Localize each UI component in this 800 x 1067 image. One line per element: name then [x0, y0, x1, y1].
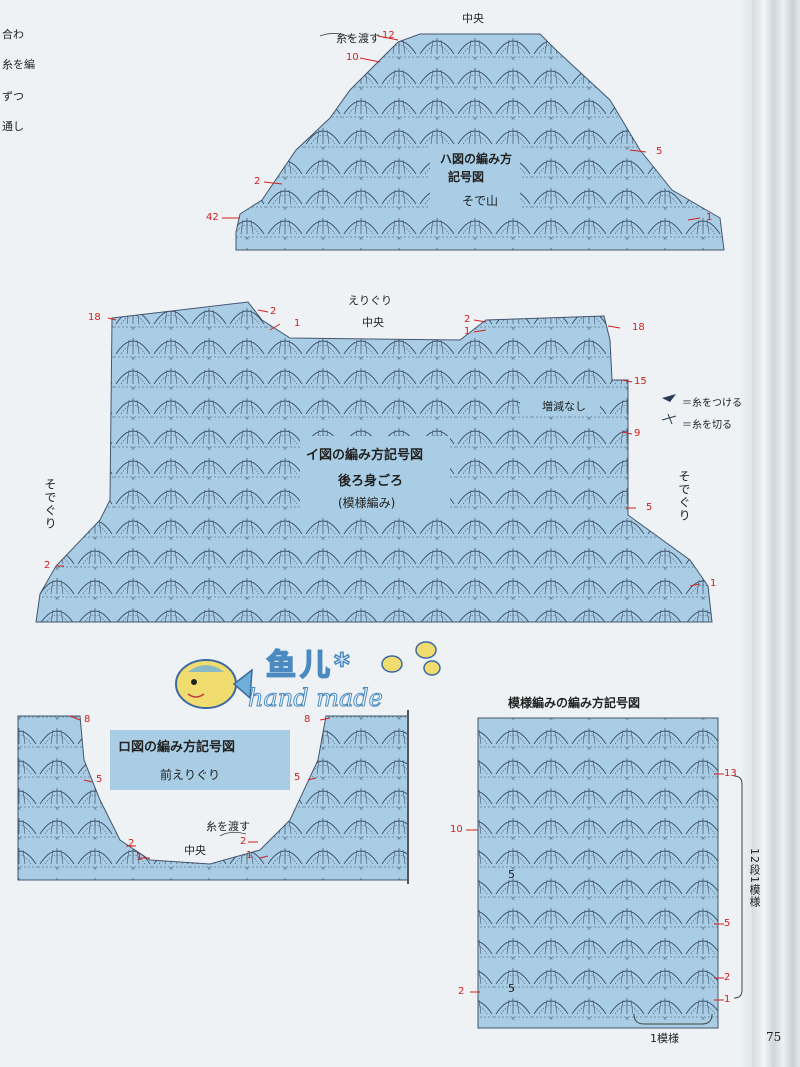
watermark-brand-cn: 鱼儿*: [265, 647, 354, 684]
i-row-right-15: 15: [634, 376, 647, 387]
ha-row-1: 1: [706, 212, 713, 223]
ro-row-5-right: 5: [294, 772, 301, 783]
i-no-change-label: 増減なし: [542, 400, 586, 413]
i-row-right-2: 2: [464, 314, 471, 325]
pattern-row-2: 2: [724, 972, 731, 983]
ha-subtitle: そで山: [462, 194, 499, 208]
margin-text-4: 通し: [2, 120, 24, 133]
watermark-logo: 鱼儿* hand made: [168, 632, 458, 727]
legend-cut: ＝糸を切る: [682, 420, 732, 431]
watermark-brand-en: hand made: [248, 684, 384, 713]
ro-center: 中央: [184, 844, 206, 857]
pattern-row-13: 13: [724, 768, 737, 779]
ro-part: 前えりぐり: [160, 768, 221, 782]
i-neck-label: えりぐり: [348, 294, 392, 307]
i-armhole-right: そでぐり: [677, 470, 691, 522]
i-row-left-18: 18: [88, 312, 101, 323]
cut-arrow-icon: [661, 413, 677, 425]
pattern-width-label: 1模様: [650, 1032, 679, 1045]
i-row-right-18: 18: [632, 322, 645, 333]
i-pattern: (模様編み): [338, 496, 396, 510]
i-row-right-5: 5: [646, 502, 653, 513]
pattern-row-1: 1: [724, 994, 731, 1005]
i-row-right-1: 1: [464, 326, 471, 337]
i-part: 後ろ身ごろ: [338, 474, 404, 489]
ha-row-12: 12: [382, 30, 395, 41]
ha-row-42: 42: [206, 212, 219, 223]
ro-title: ロ図の編み方記号図: [118, 740, 236, 755]
attach-arrow-icon: [662, 394, 676, 402]
ro-row-5-left: 5: [96, 774, 103, 785]
ha-row-5: 5: [656, 146, 663, 157]
ro-row-2-right: 2: [240, 836, 247, 847]
i-row-left-2b: 2: [44, 560, 51, 571]
ro-row-2-left: 2: [128, 838, 135, 849]
pattern-inner-5a: 5: [508, 868, 515, 881]
i-row-left-2: 2: [270, 306, 277, 317]
legend-attach: ＝糸をつける: [682, 398, 742, 409]
ha-row-10: 10: [346, 52, 359, 63]
page-number: 75: [766, 1030, 782, 1044]
margin-text-3: ずつ: [2, 90, 24, 103]
ha-center-label: 中央: [462, 12, 484, 25]
margin-text-2: 糸を編: [2, 58, 35, 71]
pattern-row-2-left: 2: [458, 986, 465, 997]
ha-row-2: 2: [254, 176, 261, 187]
pattern-title: 模様編みの編み方記号図: [508, 696, 641, 710]
ha-carry-label: 糸を渡す: [336, 32, 380, 45]
i-row-left-1: 1: [294, 318, 301, 329]
fish-logo-icon: [175, 641, 441, 709]
pattern-repeat-label: 12段1模様: [748, 848, 761, 908]
book-spine-edge: [752, 0, 800, 1067]
margin-text-1: 合わ: [2, 28, 24, 41]
pattern-row-5: 5: [724, 918, 731, 929]
i-armhole-left: そでぐり: [43, 478, 57, 530]
ro-row-1-left: 1: [136, 852, 143, 863]
i-row-right-9: 9: [634, 428, 641, 439]
frame-line: [407, 710, 409, 884]
ha-title-line2: 記号図: [448, 170, 485, 184]
i-row-right-1b: 1: [710, 578, 717, 589]
ro-row-8-left: 8: [84, 714, 91, 725]
ha-title-line1: ハ図の編み方: [440, 152, 513, 166]
page-gutter-shadow: [740, 0, 754, 1067]
i-center-label: 中央: [362, 316, 384, 329]
pattern-inner-5b: 5: [508, 982, 515, 995]
i-title: イ図の編み方記号図: [306, 448, 424, 463]
ro-row-1-right: 1: [246, 850, 253, 861]
ro-row-8-right: 8: [304, 714, 311, 725]
ro-carry: 糸を渡す: [206, 820, 250, 833]
pattern-row-10: 10: [450, 824, 463, 835]
